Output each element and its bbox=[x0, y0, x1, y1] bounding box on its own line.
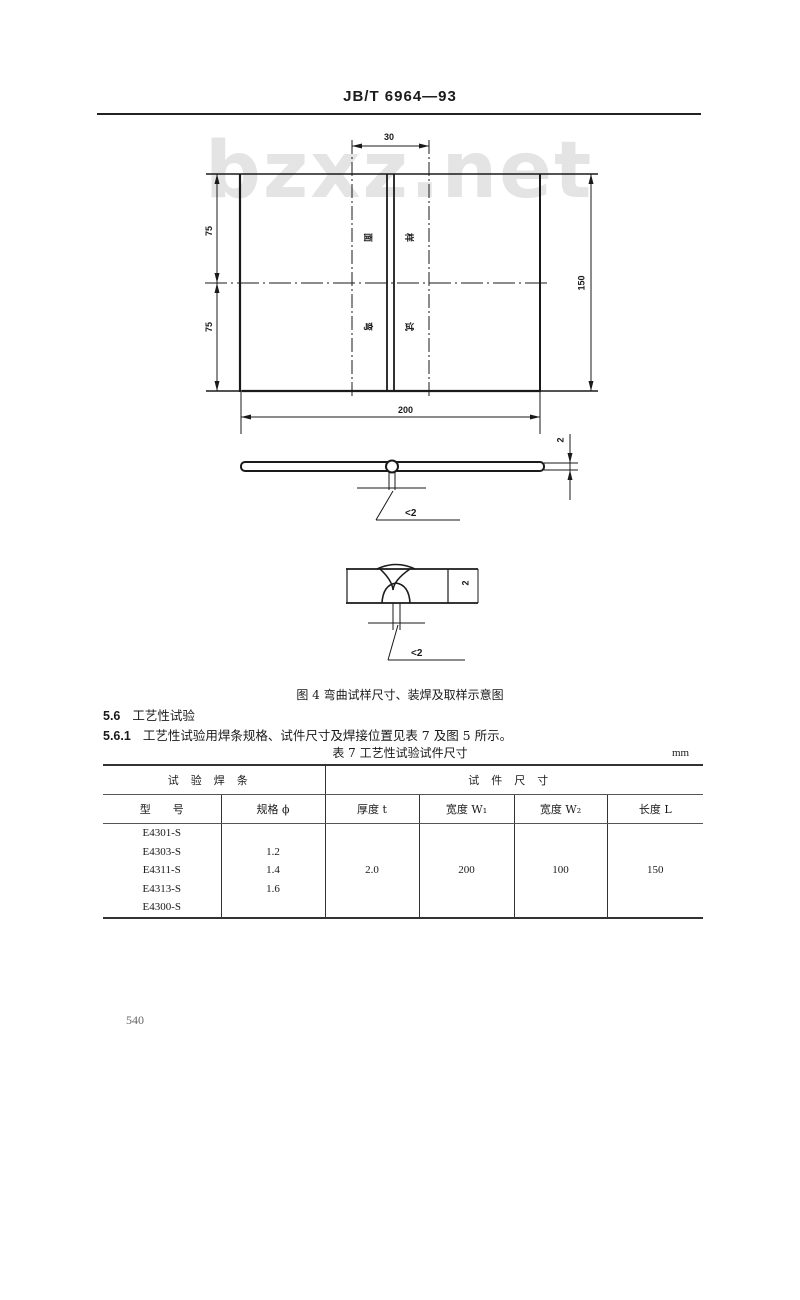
spec-item bbox=[222, 824, 325, 843]
cell-models: E4301-S E4303-S E4311-S E4313-S E4300-S bbox=[103, 823, 221, 919]
section-text: 工艺性试验用焊条规格、试件尺寸及焊接位置见表 7 及图 5 所示。 bbox=[142, 728, 513, 743]
header-rule bbox=[97, 113, 701, 115]
spec-item: 1.2 bbox=[266, 845, 280, 858]
model-item: E4300-S bbox=[142, 901, 182, 913]
column-header-model: 型 号 bbox=[103, 794, 221, 824]
column-header-length: 长度 L bbox=[606, 794, 703, 824]
group-header-electrode: 试验焊条 bbox=[103, 764, 325, 795]
group-header-specimen-size: 试件尺寸 bbox=[324, 764, 703, 795]
cell-length: 150 bbox=[606, 823, 703, 919]
column-header-width-w1: 宽度 W₁ bbox=[418, 794, 514, 824]
figure-4-drawing: 30 75 75 150 200 2 <2 2 <2 面 弯 样 试 bbox=[204, 132, 598, 661]
cell-width-w2: 100 bbox=[513, 823, 607, 919]
section-5-6: 5.6 工艺性试验 bbox=[103, 705, 195, 724]
watermark: bzxz.net bbox=[205, 126, 594, 216]
dim-half-height-bottom: 75 bbox=[204, 321, 215, 333]
section-number: 5.6.1 bbox=[103, 729, 131, 743]
dim-strip-width: 30 bbox=[384, 132, 395, 142]
cell-thickness: 2.0 bbox=[324, 823, 419, 919]
section-5-6-1: 5.6.1 工艺性试验用焊条规格、试件尺寸及焊接位置见表 7 及图 5 所示。 bbox=[103, 725, 512, 744]
bend-specimen-diagram bbox=[205, 140, 598, 661]
figure-4-caption: 图 4 弯曲试样尺寸、装焊及取样示意图 bbox=[296, 688, 504, 702]
column-header-width-w2: 宽度 W₂ bbox=[513, 794, 607, 824]
dim-total-height: 150 bbox=[576, 275, 587, 291]
dim-half-height-top: 75 bbox=[204, 225, 215, 237]
dim-detail-thickness: 2 bbox=[460, 580, 471, 586]
model-item: E4303-S bbox=[142, 845, 182, 858]
strip-label-right-top: 样 bbox=[403, 232, 414, 243]
table-7: 试验焊条 试件尺寸 型 号 规格 ϕ 厚度 t 宽度 W₁ 宽度 W₂ 长度 L… bbox=[103, 764, 703, 919]
cell-width-w1: 200 bbox=[418, 823, 514, 919]
spec-item bbox=[222, 898, 325, 917]
column-header-thickness: 厚度 t bbox=[324, 794, 419, 824]
dim-detail-gap: <2 bbox=[411, 648, 423, 659]
table-7-title: 表 7 工艺性试验试件尺寸 bbox=[332, 746, 468, 760]
page-number: 540 bbox=[126, 1013, 144, 1027]
cell-specs: 1.2 1.4 1.6 bbox=[220, 823, 325, 919]
dim-gap: <2 bbox=[405, 508, 417, 519]
strip-label-right-bottom: 试 bbox=[403, 321, 414, 332]
spec-item: 1.6 bbox=[266, 882, 280, 895]
spec-item: 1.4 bbox=[266, 864, 280, 876]
section-title: 工艺性试验 bbox=[132, 708, 195, 723]
model-item: E4301-S bbox=[142, 827, 182, 839]
model-item: E4313-S bbox=[142, 882, 182, 895]
dim-total-width: 200 bbox=[398, 405, 414, 415]
column-header-spec: 规格 ϕ bbox=[220, 794, 325, 824]
standard-number-header: JB/T 6964—93 bbox=[343, 88, 457, 105]
dim-thickness: 2 bbox=[555, 437, 566, 443]
table-row: E4301-S E4303-S E4311-S E4313-S E4300-S … bbox=[103, 823, 703, 919]
strip-label-left-top: 面 bbox=[362, 232, 373, 243]
model-item: E4311-S bbox=[142, 864, 181, 876]
strip-label-left-bottom: 弯 bbox=[362, 321, 373, 332]
section-number: 5.6 bbox=[103, 709, 121, 723]
table-unit: mm bbox=[672, 747, 690, 759]
